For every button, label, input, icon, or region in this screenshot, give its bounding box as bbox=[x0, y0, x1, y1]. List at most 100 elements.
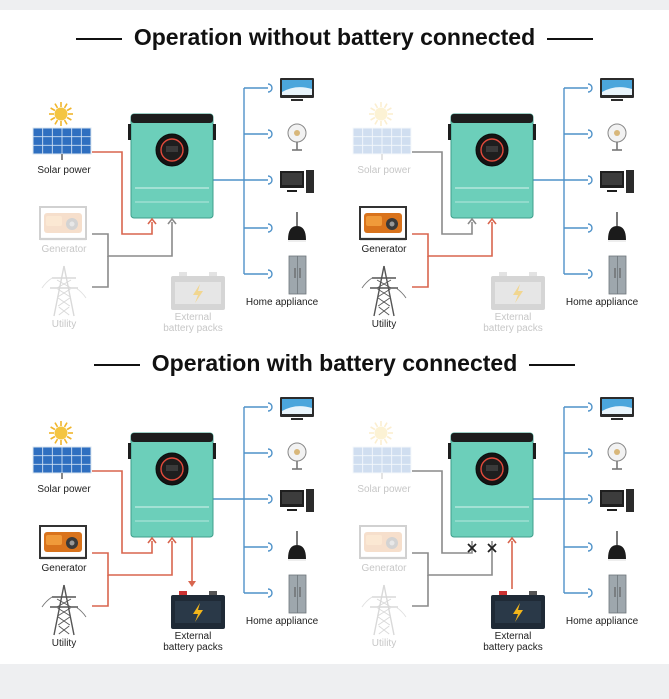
tower-brace bbox=[57, 288, 71, 298]
tower-brace bbox=[58, 306, 70, 316]
plug-icon bbox=[587, 223, 593, 233]
battery-charge-arrow bbox=[188, 581, 196, 587]
inverter-unit bbox=[128, 113, 216, 219]
tower-brace bbox=[57, 288, 71, 298]
inverter-side-clip bbox=[128, 443, 131, 459]
grid-feed-line bbox=[92, 541, 173, 576]
plug-icon bbox=[587, 129, 593, 139]
generator-body bbox=[364, 532, 402, 552]
computer-icon bbox=[600, 170, 634, 193]
computer-icon bbox=[280, 170, 314, 193]
generator-label: Generator bbox=[41, 563, 87, 574]
sun-ray bbox=[383, 438, 388, 444]
section-title-with-battery: Operation with battery connected bbox=[0, 350, 669, 377]
lamp-light bbox=[608, 240, 626, 242]
plug-icon bbox=[587, 269, 593, 279]
sun-ray bbox=[63, 422, 68, 428]
fridge-icon bbox=[288, 255, 307, 295]
monitor-screen bbox=[602, 492, 622, 504]
fan-hub bbox=[294, 449, 300, 455]
solar-feed-line bbox=[92, 151, 153, 235]
generator-frame bbox=[39, 206, 87, 240]
sun-ray bbox=[370, 435, 376, 440]
tower-brace bbox=[376, 598, 392, 608]
lamp-icon bbox=[608, 212, 626, 242]
tower-brace bbox=[57, 616, 71, 626]
battery-terminal bbox=[499, 591, 507, 596]
lamp-shade bbox=[608, 226, 626, 240]
tower-wire bbox=[361, 596, 373, 608]
lamp-light bbox=[288, 240, 306, 242]
utility-tower-icon bbox=[361, 584, 407, 636]
solar-feed-line bbox=[92, 470, 153, 554]
solar-feed-line bbox=[412, 151, 473, 235]
monitor-screen bbox=[282, 492, 302, 504]
solar-panel-icon bbox=[352, 421, 412, 479]
plug-icon bbox=[587, 588, 593, 598]
tower-brace bbox=[57, 297, 71, 307]
inverter-side-clip bbox=[213, 443, 216, 459]
inverter-display-digits bbox=[166, 146, 178, 152]
tower-wire bbox=[395, 287, 407, 299]
sun-ray bbox=[50, 426, 56, 431]
tv-screen-glare bbox=[282, 87, 312, 95]
pc-tower bbox=[306, 170, 314, 193]
sun-ray bbox=[383, 103, 388, 109]
inverter-unit bbox=[448, 113, 536, 219]
generator-engine-cap bbox=[69, 221, 75, 227]
tower-brace bbox=[377, 297, 391, 307]
sun-ray bbox=[370, 116, 376, 121]
tower-brace bbox=[56, 279, 72, 289]
solar-label: Solar power bbox=[357, 165, 411, 176]
sun-ray bbox=[54, 438, 59, 444]
utility-label: Utility bbox=[372, 319, 396, 330]
inverter-display-digits bbox=[486, 465, 498, 471]
generator-label: Generator bbox=[361, 244, 407, 255]
generator-icon bbox=[359, 206, 407, 241]
utility-feed-line bbox=[92, 256, 109, 288]
battery-icon bbox=[491, 272, 545, 310]
solar-label: Solar power bbox=[37, 484, 91, 495]
generator-tank bbox=[46, 535, 62, 545]
lamp-shade bbox=[288, 226, 306, 240]
generator-engine bbox=[66, 218, 78, 230]
plug-icon bbox=[587, 402, 593, 412]
battery-icon bbox=[171, 272, 225, 310]
fan-icon bbox=[287, 123, 307, 151]
lamp-light bbox=[608, 559, 626, 561]
battery-label-line2: battery packs bbox=[163, 323, 222, 334]
sun-ray bbox=[386, 435, 392, 440]
battery-terminal bbox=[529, 272, 537, 277]
panel-3: Home appliance Solar powerGeneratorUtilit… bbox=[32, 397, 319, 653]
utility-feed-line bbox=[412, 256, 429, 288]
solar-panel-icon bbox=[352, 102, 412, 160]
generator-icon bbox=[359, 525, 407, 560]
bolt-icon bbox=[513, 284, 523, 303]
tower-wire bbox=[75, 287, 87, 299]
tower-wire bbox=[361, 277, 373, 289]
plug-icon bbox=[587, 448, 593, 458]
blocked-mark bbox=[487, 543, 497, 553]
home-appliance-label: Home appliance bbox=[246, 297, 319, 308]
fan-hub bbox=[614, 130, 620, 136]
solar-feed-arrow bbox=[147, 536, 157, 544]
panel-face bbox=[352, 446, 412, 474]
sun-ray bbox=[50, 435, 56, 440]
tower-brace bbox=[377, 616, 391, 626]
solar-panel-icon bbox=[32, 102, 92, 160]
generator-engine-cap bbox=[69, 540, 75, 546]
grid-feed-arrow bbox=[167, 217, 177, 225]
sun-ray bbox=[386, 107, 392, 112]
blocked-mark bbox=[467, 543, 477, 553]
tower-wire bbox=[75, 606, 87, 618]
generator-body bbox=[44, 213, 82, 233]
generator-label: Generator bbox=[41, 244, 87, 255]
tower-leg bbox=[383, 265, 395, 317]
battery-terminal bbox=[529, 591, 537, 596]
home-appliance-label: Home appliance bbox=[246, 616, 319, 627]
sun-ray bbox=[66, 116, 72, 121]
utility-label: Utility bbox=[52, 638, 76, 649]
computer-icon bbox=[600, 489, 634, 512]
